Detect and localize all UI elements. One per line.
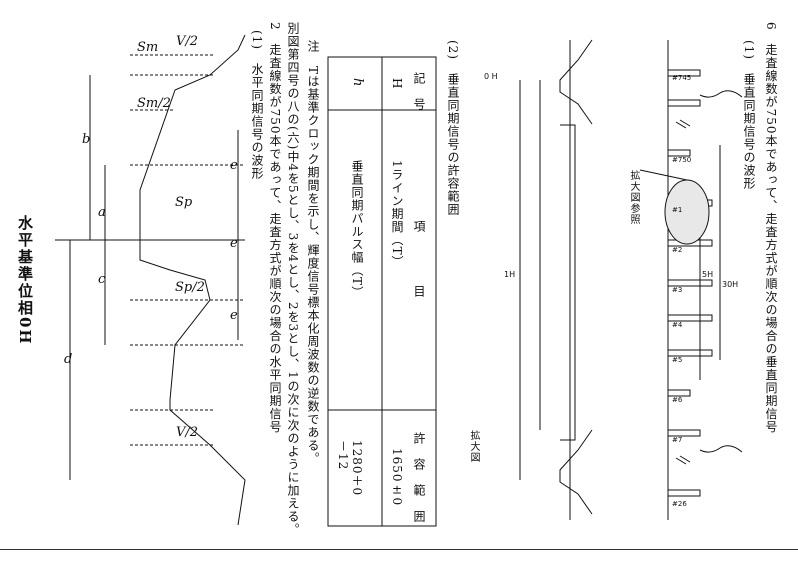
section2-heading: (2) 垂直同期信号の許容範囲: [446, 40, 460, 216]
section-heading-6: 6 走査線数が750本であって、走査方式が順次の場合の垂直同期信号: [764, 22, 778, 434]
row2-range: 1280＋0 －12: [336, 440, 364, 497]
row1-item: 1ライン期間（T）: [390, 160, 404, 269]
pulse-5: [668, 349, 713, 357]
row1-range: 1650±0: [390, 448, 404, 507]
page-bottom-rule: [0, 549, 798, 550]
note-line3: 2 走査線数が750本であって、走査方式が順次の場合の水平同期信号: [268, 22, 282, 434]
reference-phase-label: 水平基準位相0H: [16, 215, 34, 346]
row1-symbol: H: [390, 78, 404, 90]
pulse-7: [668, 429, 701, 437]
video-squiggle-2: [699, 445, 743, 453]
label-e1: e: [230, 158, 238, 173]
leader-enlarge: [639, 169, 688, 181]
mark-745: #745: [672, 74, 692, 82]
dim-5h: 5H: [702, 270, 714, 279]
label-sm: Sm: [137, 40, 159, 55]
pulse-745: [668, 69, 701, 77]
label-e2: e: [230, 236, 238, 251]
row2-item: 垂直同期パルス幅（T）: [350, 160, 364, 300]
dim-30h: 30H: [722, 280, 739, 289]
table-header-range: 許 容 範 囲: [412, 432, 426, 523]
mark-5: #5: [672, 356, 683, 364]
video-squiggle-1: [699, 90, 743, 98]
label-d: d: [64, 352, 73, 367]
section-subheading-waveform: (1) 垂直同期信号の波形: [742, 40, 756, 190]
pulse-4: [668, 314, 713, 322]
mark-3: #3: [672, 286, 683, 294]
table-header-item: 項 目: [412, 220, 426, 298]
label-e3: e: [230, 308, 238, 323]
mark-1: #1: [672, 206, 683, 214]
note-line4: (1) 水平同期信号の波形: [250, 30, 264, 180]
label-sm2: Sm/2: [137, 96, 171, 111]
enlarge-reference: 拡大図参照: [628, 170, 639, 225]
enlarge-title: 拡大図: [468, 430, 479, 463]
label-b: b: [82, 132, 91, 147]
label-v2-top: V/2: [176, 34, 199, 49]
enlarge-one-h: 1H: [504, 270, 516, 279]
enlarge-zero-h: 0 H: [484, 72, 498, 81]
label-v2-bottom: V/2: [176, 425, 199, 440]
note-line2: 別図第四号の八の(六)中4を5とし、3を4とし、2を3とし、1の次に次のように加…: [286, 22, 300, 536]
note-line1: 注 Tは基準クロック期間を示し、輝度信号標本化周波数の逆数である。: [306, 40, 320, 466]
label-a: a: [98, 205, 106, 220]
mark-26: #26: [672, 500, 687, 508]
pulse-a: [668, 99, 701, 107]
pulse-26: [668, 489, 701, 497]
mark-750: #750: [672, 156, 692, 164]
label-sp: Sp: [175, 195, 193, 210]
label-sp2: Sp/2: [175, 280, 205, 295]
mark-7: #7: [672, 436, 683, 444]
mark-6: #6: [672, 396, 683, 404]
pulse-3: [668, 279, 713, 287]
row2-symbol: h: [350, 78, 365, 88]
label-c: c: [98, 272, 106, 287]
mark-4: #4: [672, 321, 683, 329]
pulse-6: [668, 389, 691, 397]
pulse-750: [668, 149, 691, 157]
mark-2: #2: [672, 246, 683, 254]
table-header-symbol: 記 号: [412, 72, 426, 111]
